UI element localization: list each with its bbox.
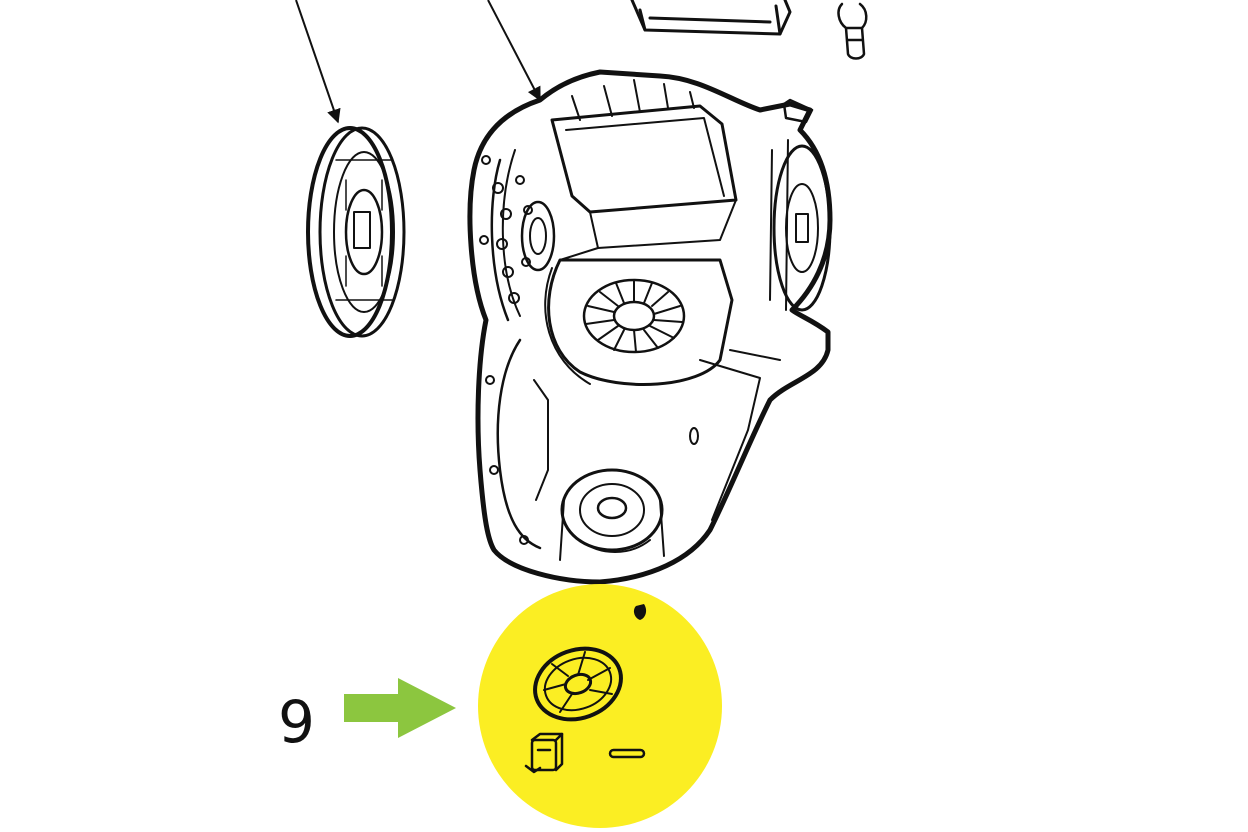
pin-part	[608, 748, 646, 759]
highlight-circle	[478, 584, 722, 828]
leader-arrow-left	[295, 0, 341, 124]
side-cover-disc	[306, 126, 406, 338]
top-valve-part	[837, 2, 868, 60]
main-housing	[467, 69, 833, 585]
small-clip-part	[633, 604, 647, 620]
leader-arrow-right	[487, 0, 541, 102]
top-bracket-part	[630, 0, 792, 36]
impeller-wheel-part	[533, 646, 623, 722]
callout-number: 9	[278, 688, 315, 756]
callout-arrow	[344, 678, 456, 738]
connector-block-part	[524, 732, 564, 774]
